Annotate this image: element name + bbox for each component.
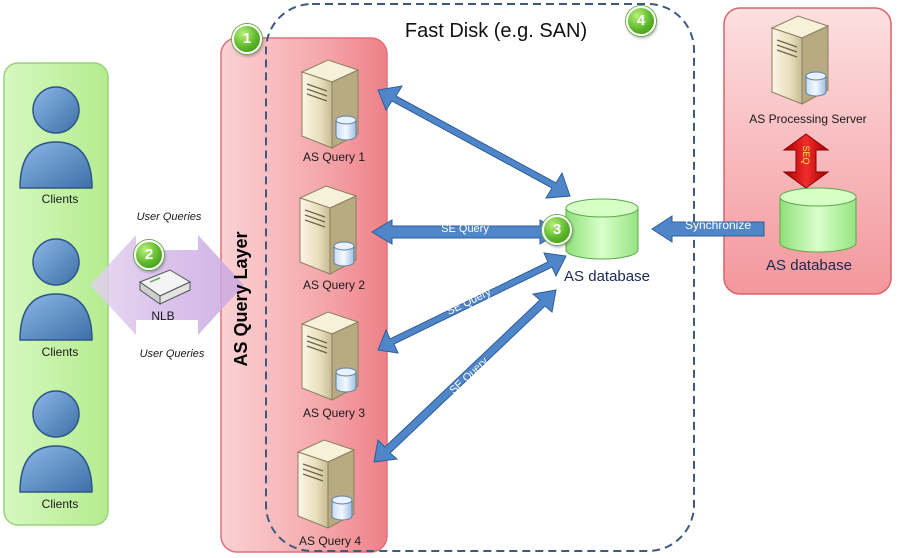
step-badge-2: 2 xyxy=(134,240,164,270)
client-person-icon xyxy=(19,238,93,341)
as-database-cylinder xyxy=(565,198,639,260)
user-queries-bottom-label: User Queries xyxy=(139,348,205,360)
client-label: Clients xyxy=(41,192,79,206)
processing-server-icon xyxy=(770,15,830,105)
query-server-label: AS Query 3 xyxy=(302,406,366,420)
seq-label: SEQ xyxy=(801,145,811,165)
synchronize-label: Synchronize xyxy=(684,218,752,232)
nlb-label: NLB xyxy=(151,309,175,323)
client-label: Clients xyxy=(41,497,79,511)
query-server-icon xyxy=(300,311,360,401)
user-queries-top-label: User Queries xyxy=(136,211,202,223)
query-server-label: AS Query 2 xyxy=(302,278,366,292)
processing-server-label: AS Processing Server xyxy=(749,112,867,126)
client-person-icon xyxy=(19,390,93,493)
query-server-label: AS Query 1 xyxy=(302,150,366,164)
as-database-label: AS database xyxy=(564,268,650,285)
se-query-label: SE Query xyxy=(441,223,489,235)
query-server-icon xyxy=(298,185,358,275)
nlb-router-icon xyxy=(138,269,192,305)
fast-disk-title: Fast Disk (e.g. SAN) xyxy=(404,20,588,42)
step-badge-4: 4 xyxy=(626,6,656,36)
query-server-icon xyxy=(296,439,356,529)
client-person-icon xyxy=(19,86,93,189)
step-badge-3: 3 xyxy=(542,215,572,245)
processing-database-label: AS database xyxy=(766,257,852,274)
query-server-icon xyxy=(300,59,360,149)
query-server-label: AS Query 4 xyxy=(298,534,362,548)
step-badge-1: 1 xyxy=(232,24,262,54)
processing-database-cylinder xyxy=(779,187,857,253)
query-layer-title: AS Query Layer xyxy=(231,231,251,367)
client-label: Clients xyxy=(41,345,79,359)
